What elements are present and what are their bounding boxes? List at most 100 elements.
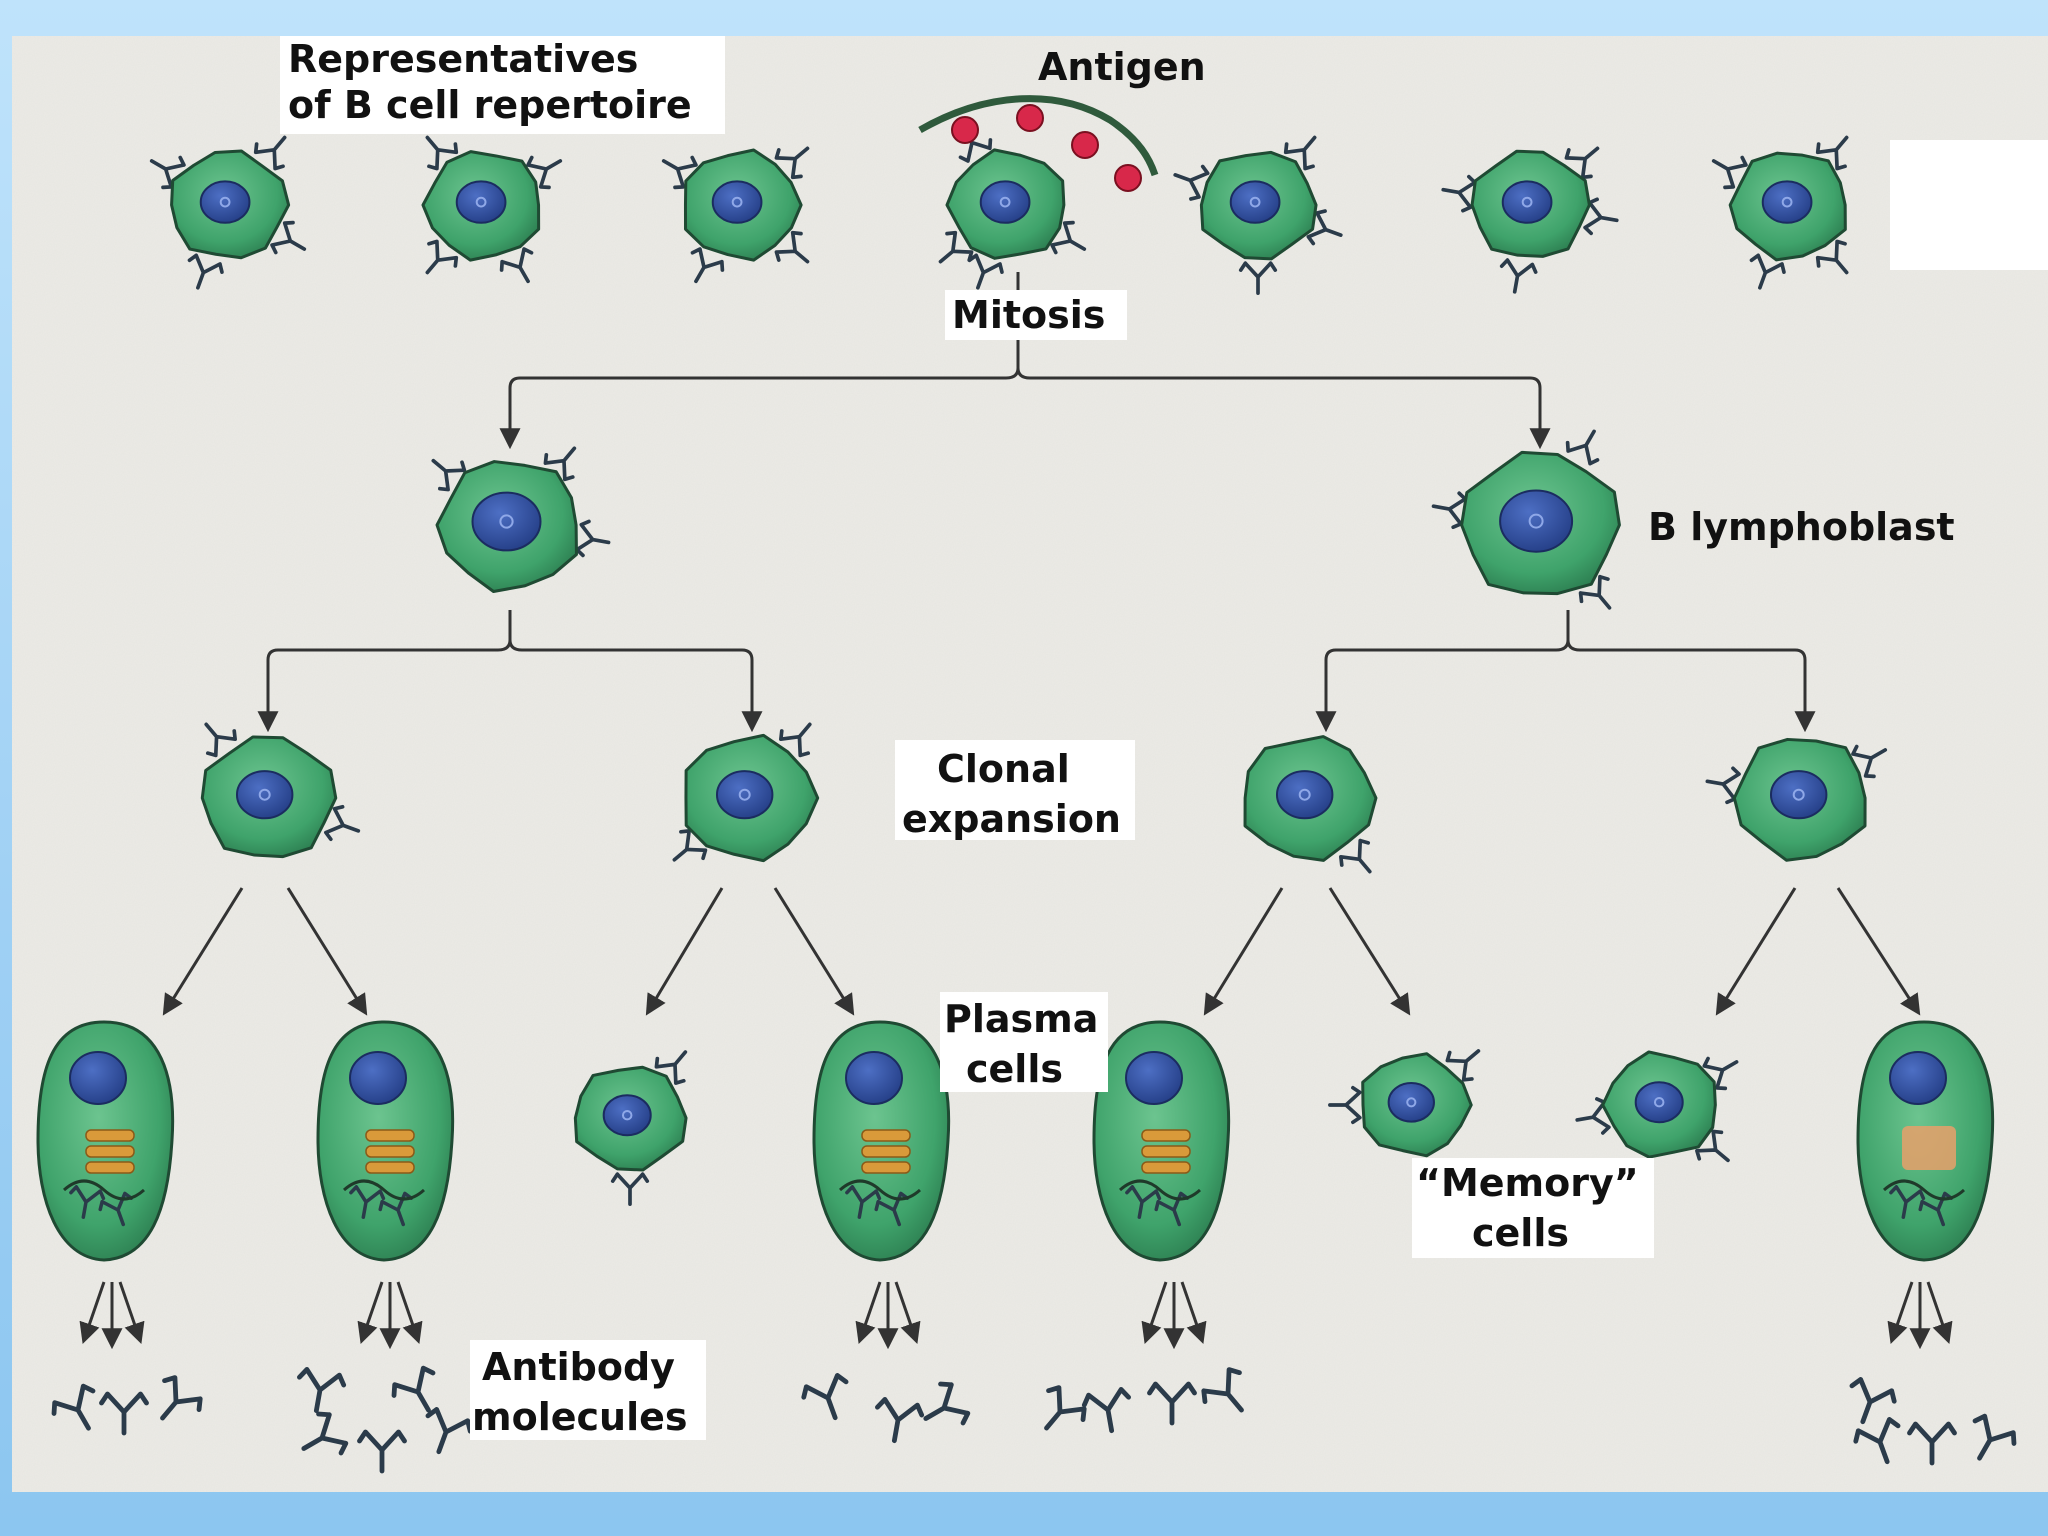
antibody-shape (1565, 429, 1600, 466)
antibody-icon (1907, 1421, 1957, 1466)
plasma-cell (812, 1020, 951, 1262)
antibody-shape (1578, 574, 1612, 610)
antigen-bead-chain-icon (918, 95, 1159, 192)
antibody-shape (253, 135, 287, 171)
arrow (162, 887, 244, 1016)
antibody-icon (99, 1391, 149, 1436)
antibody-shape (1972, 1413, 2017, 1461)
b-lymphoblast-cell (1431, 429, 1621, 610)
antibody-label-bg (470, 1340, 706, 1440)
branch-arrow (508, 639, 763, 733)
antibody-shape (654, 1050, 688, 1085)
rough-er (1902, 1126, 1956, 1170)
antibody-shape (1154, 1191, 1190, 1227)
antibody-shape (99, 1391, 149, 1436)
antibody-shape (378, 1191, 414, 1227)
antibody-icon (499, 247, 534, 284)
antibody-icon (425, 239, 459, 275)
rough-er (365, 1129, 415, 1142)
nucleus (455, 180, 507, 224)
antibody-shape (1849, 1377, 1897, 1425)
antibody-icon (1431, 491, 1468, 530)
arrow (1715, 887, 1797, 1016)
nucleus (1761, 180, 1813, 224)
antibody-icon (1583, 197, 1619, 236)
antibody-shape (149, 155, 186, 190)
antibody-shape (1907, 1421, 1957, 1466)
antibody-icon (1849, 1377, 1897, 1425)
antibody-shape (1583, 197, 1619, 236)
antibody-icon (1711, 155, 1748, 190)
mitosis-label-bg (945, 290, 1127, 340)
rough-er (861, 1161, 911, 1174)
antibody-shape (324, 804, 361, 842)
arrow (1887, 1281, 1914, 1344)
antibody-icon (1815, 239, 1849, 275)
antibody-icon (98, 1191, 134, 1227)
antibody-icon (543, 446, 577, 482)
antibody-shape (69, 1185, 106, 1219)
antibody-shape (845, 1185, 882, 1219)
clonal-cell (672, 722, 820, 863)
antibody-icon (1972, 1413, 2017, 1461)
antibody-shape (1711, 155, 1748, 190)
arrow (1180, 1281, 1207, 1344)
nucleolus (219, 196, 231, 208)
arrow (118, 1281, 145, 1344)
antibody-icon (654, 1050, 688, 1085)
antibody-shape (1575, 1097, 1611, 1135)
repertoire-b-cell (1173, 135, 1343, 295)
memory-cell (573, 1050, 688, 1206)
rough-er (1141, 1129, 1191, 1142)
plasma-cell (316, 1020, 455, 1262)
antibody-shape (1918, 1191, 1954, 1227)
antibody-icon (774, 230, 810, 264)
nucleus (1769, 770, 1828, 820)
antibody-shape (1328, 1085, 1362, 1125)
arrow (773, 887, 855, 1016)
antibody-shape (1147, 1381, 1197, 1426)
antibody-icon (1328, 1085, 1362, 1125)
antibody-icon (1889, 1185, 1926, 1219)
antibody-icon (661, 155, 698, 190)
arrow (79, 1281, 106, 1344)
antibody-shape (357, 1429, 407, 1474)
antigen-bead (1114, 164, 1142, 192)
nucleus (471, 491, 542, 552)
nucleolus (499, 514, 514, 529)
antibody-shape (967, 253, 1004, 290)
antibody-shape (270, 220, 307, 255)
antibody-shape (187, 253, 224, 290)
clonal-label-line2: expansion (902, 797, 1121, 841)
nucleus (199, 180, 251, 224)
antibody-shape (875, 1397, 925, 1444)
antibody-shape (661, 155, 698, 190)
antibody-shape (543, 446, 577, 482)
antibody-icon (1851, 744, 1888, 779)
nucleus (1125, 1051, 1183, 1105)
antibody-icon (774, 146, 810, 180)
antigen-bead (1016, 104, 1044, 132)
antibody-shape (874, 1191, 910, 1227)
nucleus (1889, 1051, 1947, 1105)
nucleolus (1521, 196, 1533, 208)
cells-layer (36, 126, 1995, 1262)
nucleus (715, 770, 774, 820)
antibody-shape (1081, 1387, 1131, 1434)
antibody-icon (610, 1172, 650, 1206)
antibody-shape (1499, 258, 1538, 294)
plasma-label-line2: cells (966, 1047, 1063, 1091)
nucleolus (1406, 1097, 1417, 1108)
b-lymphoblast-label: B lymphoblast (1648, 505, 1955, 549)
antibody-icon (270, 220, 307, 255)
nucleus (979, 180, 1031, 224)
clonal-cell (200, 722, 361, 859)
arrow (1203, 887, 1284, 1016)
antibody-icon (801, 1373, 849, 1421)
antibody-icon (425, 135, 459, 171)
clonal-label-line1: Clonal (937, 747, 1070, 791)
rough-er (1141, 1161, 1191, 1174)
repertoire-b-cell (421, 135, 563, 284)
nucleus (349, 1051, 407, 1105)
